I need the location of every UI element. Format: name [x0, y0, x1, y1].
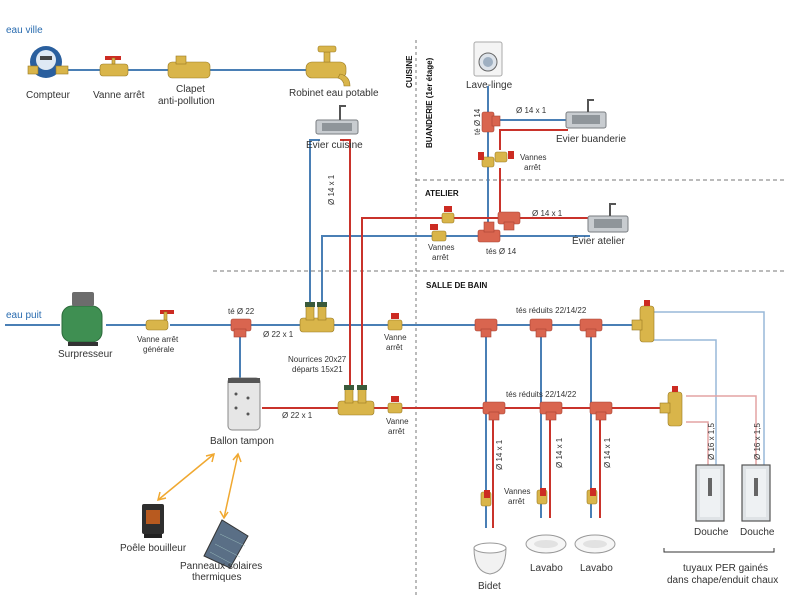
- label-d14-lavabo1: Ø 14 x 1: [555, 437, 564, 468]
- vanne-atelier-cold[interactable]: [430, 224, 447, 242]
- label-douche2: Douche: [740, 527, 775, 538]
- lavabo1-icon: [525, 534, 567, 554]
- per-bracket: [663, 548, 775, 553]
- vanne-lavabo2-cold[interactable]: [586, 488, 598, 505]
- label-atelier-vannes-1: Vannes: [428, 243, 455, 252]
- label-atelier-vannes-2: arrêt: [432, 253, 449, 262]
- label-te-22: té Ø 22: [228, 307, 255, 316]
- label-nourrices-1: Nourrices 20x27: [288, 355, 347, 364]
- vanne-bidet-cold[interactable]: [480, 490, 492, 507]
- label-lave-linge: Lave-linge: [466, 80, 513, 91]
- bidet-icon: [473, 542, 507, 575]
- label-d14-vertical: Ø 14 x 1: [327, 174, 336, 205]
- label-vanne-arret: Vanne arrêt: [93, 90, 145, 101]
- label-douche1: Douche: [694, 527, 729, 538]
- nourrice-cold: [299, 302, 335, 333]
- label-evier-atelier: Évier atelier: [572, 234, 625, 247]
- label-d22-red: Ø 22 x 1: [282, 411, 313, 420]
- douche1-icon: [695, 464, 725, 522]
- label-surpresseur: Surpresseur: [58, 349, 113, 360]
- label-d16-b: Ø 16 x 1,5: [753, 423, 762, 460]
- douche2-icon: [741, 464, 771, 522]
- clapet-icon: [167, 55, 211, 79]
- label-poele: Poêle bouilleur: [120, 543, 187, 554]
- label-per-1: tuyaux PER gainés: [683, 563, 768, 574]
- label-d22-blue: Ø 22 x 1: [263, 330, 294, 339]
- shower-manifolds: [631, 300, 683, 427]
- label-evier-buanderie: Evier buanderie: [556, 134, 626, 145]
- surpresseur-icon: [61, 292, 103, 346]
- vanne-generale[interactable]: [145, 310, 174, 331]
- vanne-sdb-hot[interactable]: [387, 396, 403, 414]
- label-tes-14: tés Ø 14: [486, 247, 517, 256]
- label-nourrices-2: départs 15x21: [292, 365, 343, 374]
- label-vanne-sdb-cold-2: arrêt: [386, 343, 403, 352]
- label-clapet-2: anti-pollution: [158, 96, 215, 107]
- label-cuisine: CUISINE: [405, 55, 414, 88]
- vanne-arret-ville[interactable]: [99, 56, 129, 77]
- panneaux-solaires-icon: [203, 519, 249, 569]
- label-d14-bidet: Ø 14 x 1: [495, 439, 504, 470]
- label-vannes-arret-2: arrêt: [524, 163, 541, 172]
- evier-atelier-icon: [587, 203, 629, 233]
- label-panneaux-1: Panneaux solaires: [180, 561, 262, 572]
- label-compteur: Compteur: [26, 90, 71, 101]
- vanne-atelier-hot[interactable]: [441, 206, 455, 224]
- compteur-icon: [27, 46, 69, 78]
- eau-puit-line: [5, 324, 634, 380]
- label-ballon-tampon: Ballon tampon: [210, 436, 274, 447]
- vanne-buanderie-hot[interactable]: [494, 151, 514, 163]
- heat-arrows: [156, 452, 242, 520]
- poele-bouilleur-icon: [142, 504, 164, 538]
- label-vanne-sdb-hot-1: Vanne: [386, 417, 409, 426]
- evier-cuisine-icon: [315, 105, 359, 135]
- label-vanne-generale-2: générale: [143, 345, 175, 354]
- label-d14-lavabo2: Ø 14 x 1: [603, 437, 612, 468]
- nourrice-hot: [337, 385, 375, 416]
- label-clapet-1: Clapet: [176, 84, 205, 95]
- label-eau-puit: eau puit: [6, 310, 42, 321]
- label-d14-atelier: Ø 14 x 1: [532, 209, 563, 218]
- lave-linge-icon: [473, 41, 503, 77]
- vanne-sdb-cold[interactable]: [387, 313, 403, 331]
- label-vannes-arret-1: Vannes: [520, 153, 547, 162]
- label-vanne-generale-1: Vanne arrêt: [137, 335, 179, 344]
- shower-per-pipes: [654, 311, 765, 465]
- label-atelier: ATELIER: [425, 189, 459, 198]
- label-tes-reduits-top: tés réduits 22/14/22: [516, 306, 587, 315]
- valve-icons[interactable]: [99, 56, 598, 507]
- label-robinet: Robinet eau potable: [289, 88, 379, 99]
- robinet-icon: [305, 45, 351, 87]
- cold-risers: [309, 86, 590, 315]
- label-bidet: Bidet: [478, 581, 501, 592]
- label-vannes-sdb-1: Vannes: [504, 487, 531, 496]
- label-vannes-sdb-2: arrêt: [508, 497, 525, 506]
- label-tes-reduits-bottom: tés réduits 22/14/22: [506, 390, 577, 399]
- label-vanne-sdb-cold-1: Vanne: [384, 333, 407, 342]
- vanne-lavabo1-cold[interactable]: [536, 488, 548, 505]
- vanne-buanderie-cold[interactable]: [478, 152, 495, 168]
- label-buanderie: BUANDERIE (1er étage): [425, 57, 434, 148]
- label-te-14: té Ø 14: [473, 108, 482, 135]
- hot-risers: [340, 129, 590, 398]
- label-salle-de-bain: SALLE DE BAIN: [426, 281, 488, 290]
- label-d14-buanderie: Ø 14 x 1: [516, 106, 547, 115]
- ballon-tampon-icon: [227, 377, 261, 431]
- copper-tees: [230, 111, 613, 421]
- lavabo2-icon: [574, 534, 616, 554]
- label-per-2: dans chape/enduit chaux: [667, 575, 778, 586]
- label-lavabo1: Lavabo: [530, 563, 563, 574]
- label-eau-ville: eau ville: [6, 25, 43, 36]
- label-vanne-sdb-hot-2: arrêt: [388, 427, 405, 436]
- evier-buanderie-icon: [565, 99, 607, 129]
- label-evier-cuisine: Evier cuisine: [306, 140, 363, 151]
- label-lavabo2: Lavabo: [580, 563, 613, 574]
- label-panneaux-2: thermiques: [192, 572, 241, 583]
- label-d16-a: Ø 16 x 1,5: [707, 423, 716, 460]
